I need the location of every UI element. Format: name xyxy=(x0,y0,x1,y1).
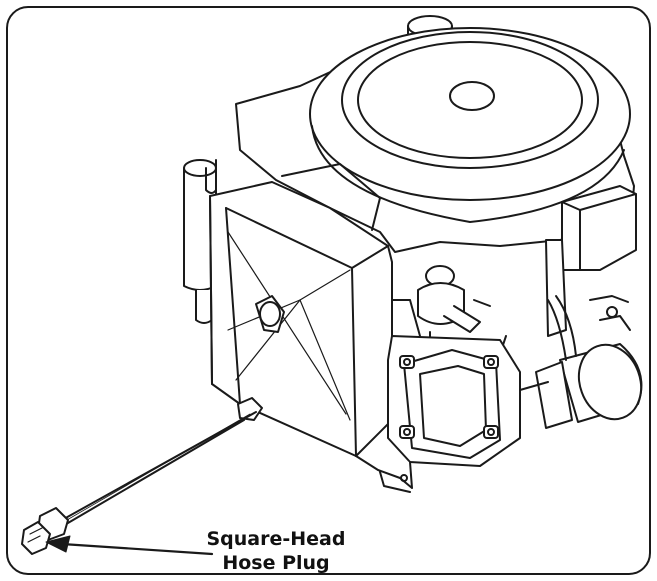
hose-plug-label: Square-Head Hose Plug xyxy=(196,527,356,575)
cylinder-block xyxy=(387,335,521,467)
hose-plug-label-line2: Hose Plug xyxy=(222,552,330,574)
carburetor xyxy=(391,265,507,357)
right-housing xyxy=(545,185,637,337)
mounting-base xyxy=(355,455,413,493)
oil-filter xyxy=(535,343,643,429)
callout-arrow xyxy=(45,535,214,556)
oil-fill-tube xyxy=(183,159,217,324)
fuel-lines xyxy=(519,295,631,391)
hose-plug-label-line1: Square-Head xyxy=(206,528,346,550)
hose-plug xyxy=(21,507,69,555)
drain-hose xyxy=(55,397,263,531)
